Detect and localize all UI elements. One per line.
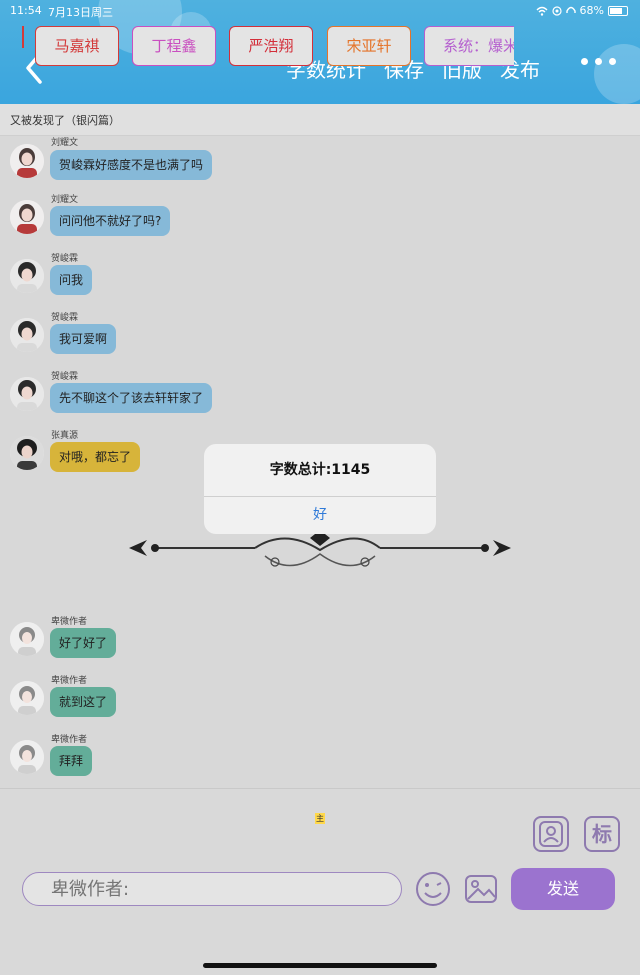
tag-button-label: 标 — [592, 822, 612, 846]
decor-bubble — [594, 44, 640, 104]
user-card-icon — [539, 821, 563, 847]
location-icon — [551, 5, 562, 16]
status-bar: 11:54 7月13日周三 68% — [0, 4, 640, 20]
avatar[interactable] — [10, 200, 44, 234]
sender-name: 卑微作者 — [51, 735, 88, 745]
message-bubble[interactable]: 先不聊这个了该去轩轩家了 — [50, 383, 213, 413]
avatar[interactable] — [10, 436, 44, 470]
avatar[interactable] — [10, 681, 44, 715]
message-input[interactable] — [22, 872, 402, 906]
battery-percent: 68% — [579, 4, 604, 17]
message-bubble[interactable]: 好了好了 — [50, 628, 117, 658]
sender-name: 卑微作者 — [51, 617, 88, 627]
sender-name: 刘耀文 — [51, 195, 79, 205]
image-icon[interactable] — [462, 870, 500, 908]
send-button[interactable]: 发送 — [511, 868, 615, 910]
home-indicator — [203, 963, 437, 968]
story-title: 又被发现了（银闪篇） — [0, 104, 640, 136]
message-bubble[interactable]: 我可爱啊 — [50, 324, 117, 354]
message-bubble[interactable]: 拜拜 — [50, 746, 93, 776]
emoji-icon[interactable] — [414, 870, 452, 908]
sender-name: 刘耀文 — [51, 138, 79, 148]
ornament-divider — [129, 530, 511, 567]
message-bubble[interactable]: 问问他不就好了吗? — [50, 206, 171, 236]
character-chip[interactable]: 丁程鑫 — [132, 26, 216, 66]
avatar[interactable] — [10, 377, 44, 411]
sender-name: 贺峻霖 — [51, 313, 79, 323]
character-manage-button[interactable] — [533, 816, 569, 852]
character-chip[interactable]: 宋亚轩 — [327, 26, 411, 66]
avatar[interactable] — [10, 259, 44, 293]
character-chip[interactable]: 严浩翔 — [229, 26, 313, 66]
message-bubble[interactable]: 就到这了 — [50, 687, 117, 717]
character-chips[interactable]: 马嘉祺 丁程鑫 严浩翔 宋亚轩 系统：爆米 — [22, 26, 514, 66]
word-count-alert: 字数总计:1145 好 — [204, 444, 436, 534]
sender-name: 贺峻霖 — [51, 254, 79, 264]
avatar[interactable] — [10, 144, 44, 178]
headphones-icon — [565, 6, 576, 13]
more-icon[interactable] — [581, 58, 616, 65]
sender-name: 张真源 — [51, 431, 79, 441]
character-chip[interactable]: 马嘉祺 — [35, 26, 119, 66]
alert-ok-button[interactable]: 好 — [313, 507, 327, 523]
avatar[interactable] — [10, 318, 44, 352]
alert-title: 字数总计:1145 — [269, 462, 371, 478]
battery-icon — [608, 5, 628, 16]
alert-divider — [204, 496, 436, 497]
tag-button[interactable]: 标 — [584, 816, 620, 852]
avatar[interactable] — [10, 740, 44, 774]
message-bubble[interactable]: 贺峻霖好感度不是也满了吗 — [50, 150, 213, 180]
message-bubble[interactable]: 问我 — [50, 265, 93, 295]
wifi-icon — [536, 6, 548, 16]
sender-name: 贺峻霖 — [51, 372, 79, 382]
main-character-badge: 主 — [315, 813, 325, 824]
status-right: 68% — [536, 4, 628, 17]
avatar[interactable] — [10, 622, 44, 656]
character-chip[interactable]: 系统：爆米 — [424, 26, 514, 66]
status-time: 11:54 — [10, 4, 42, 17]
chip-scroll-marker — [22, 26, 24, 48]
sender-name: 卑微作者 — [51, 676, 88, 686]
app-header: 11:54 7月13日周三 68% 字数统计 保存 旧版 发布 — [0, 0, 640, 104]
message-bubble[interactable]: 对哦，都忘了 — [50, 442, 141, 472]
status-date: 7月13日周三 — [48, 6, 113, 19]
